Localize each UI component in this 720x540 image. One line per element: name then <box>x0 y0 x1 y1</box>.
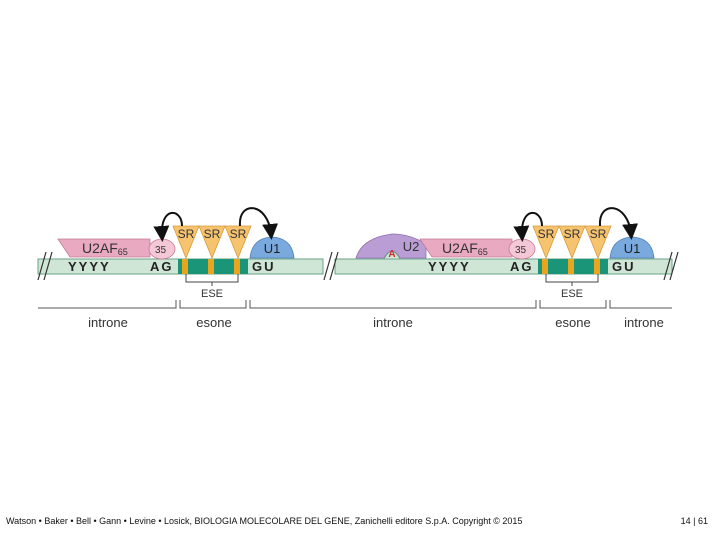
ruler-introne-middle <box>250 300 536 308</box>
u1-label: U1 <box>624 241 641 256</box>
ruler-esone-left <box>180 300 246 308</box>
polypyrimidine-tract: YYYY <box>428 259 471 274</box>
acceptor-site: AG <box>510 259 534 274</box>
ese-mark <box>182 259 188 274</box>
region-label-esone: esone <box>555 315 590 330</box>
sr-label: SR <box>564 227 581 241</box>
region-labels: introne esone introne esone introne <box>88 315 664 330</box>
ese-label: ESE <box>561 288 583 300</box>
ese-mark <box>594 259 600 274</box>
u1-label: U1 <box>264 241 281 256</box>
ruler-introne-left <box>38 300 176 308</box>
sr-label: SR <box>178 227 195 241</box>
donor-site: GU <box>252 259 276 274</box>
ese-bracket <box>186 274 238 286</box>
u2-label: U2 <box>403 239 420 254</box>
sr-label: SR <box>538 227 555 241</box>
region-label-introne: introne <box>373 315 413 330</box>
u2af35-label: 35 <box>155 245 167 256</box>
u2af35-label: 35 <box>515 245 527 256</box>
ese-mark <box>234 259 240 274</box>
polypyrimidine-tract: YYYY <box>68 259 111 274</box>
ruler-esone-right <box>540 300 606 308</box>
ruler-introne-right <box>610 300 672 308</box>
sr-label: SR <box>230 227 247 241</box>
region-label-introne: introne <box>88 315 128 330</box>
ese-label: ESE <box>201 288 223 300</box>
region-rulers <box>38 300 672 308</box>
left-segment: U2AF65 35 SR SR SR U1 YYYY AG GU ESE <box>58 208 294 300</box>
ese-mark <box>568 259 574 274</box>
acceptor-site: AG <box>150 259 174 274</box>
sr-label: SR <box>204 227 221 241</box>
right-segment: U2 A U2AF65 35 SR SR SR U1 YYYY AG GU ES… <box>356 208 654 300</box>
ese-mark <box>208 259 214 274</box>
region-label-esone: esone <box>196 315 231 330</box>
copyright-credit: Watson • Baker • Bell • Gann • Levine • … <box>6 516 522 526</box>
donor-site: GU <box>612 259 636 274</box>
sr-label: SR <box>590 227 607 241</box>
ese-mark <box>542 259 548 274</box>
page-number: 14 | 61 <box>681 516 708 526</box>
region-label-introne: introne <box>624 315 664 330</box>
branch-point-a: A <box>388 249 395 260</box>
ese-bracket <box>546 274 598 286</box>
